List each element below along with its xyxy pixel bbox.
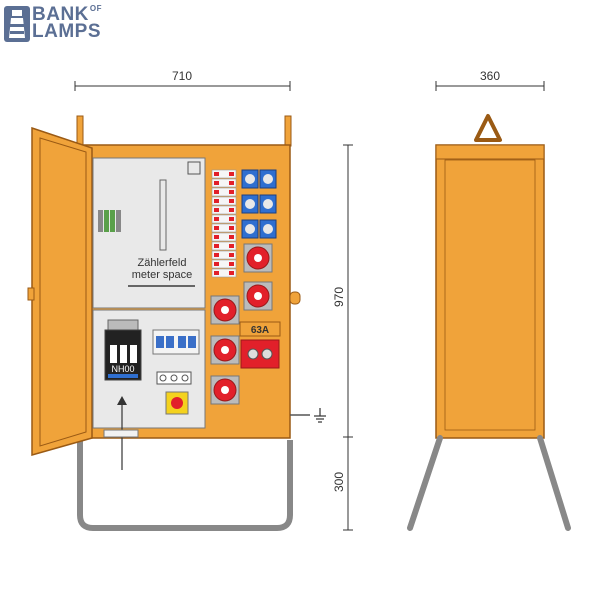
meter-subtitle: meter space <box>132 269 193 281</box>
mcb-breaker <box>211 241 237 251</box>
schuko-socket <box>259 169 277 189</box>
main-switch-icon <box>165 391 189 415</box>
cee-socket-group <box>210 243 273 405</box>
dimension-front-width-label: 710 <box>172 69 192 83</box>
rcd-breakers <box>152 329 200 355</box>
logo-word-bank: BANKOF <box>32 4 102 25</box>
mcb-breaker <box>211 268 237 278</box>
side-handle <box>289 291 301 305</box>
mcb-breaker <box>211 232 237 242</box>
mcb-breaker <box>211 178 237 188</box>
cee-socket <box>210 335 240 365</box>
dimension-height <box>343 144 353 531</box>
side-cabinet-panel <box>444 159 536 431</box>
schuko-socket <box>259 194 277 214</box>
meter-panel-screw <box>187 161 201 175</box>
mcb-breaker <box>211 214 237 224</box>
cee-socket <box>243 281 273 311</box>
fuse-label: NH00 <box>111 364 134 374</box>
logo-word-of: OF <box>89 4 102 13</box>
lifting-post-left <box>76 115 84 147</box>
socket-63a <box>240 339 280 369</box>
cee-socket <box>210 295 240 325</box>
side-cabinet-body <box>435 144 545 439</box>
meter-panel <box>92 157 206 309</box>
socket-63a-plate <box>239 321 281 337</box>
bank-of-lamps-logo: BANKOF LAMPS <box>0 0 110 48</box>
mcb-breaker <box>211 196 237 206</box>
meter-terminals <box>156 371 192 385</box>
schuko-socket <box>259 219 277 239</box>
mcb-bank <box>211 169 237 278</box>
side-cabinet-top-rim <box>435 144 545 160</box>
socket-rating-label: 63A <box>251 325 269 336</box>
fuse-holder-top <box>107 319 139 331</box>
mcb-breaker <box>211 169 237 179</box>
schuko-socket <box>241 219 259 239</box>
side-leg-right <box>537 435 571 531</box>
dimension-front-width <box>74 81 291 91</box>
mcb-breaker <box>211 205 237 215</box>
dimension-side-width-label: 360 <box>480 69 500 83</box>
logo-word-lamps: LAMPS <box>32 21 101 42</box>
lifting-post-right <box>284 115 292 147</box>
schuko-socket-group <box>241 169 277 239</box>
mcb-breaker <box>211 187 237 197</box>
side-leg-left <box>407 435 443 531</box>
cabinet-door <box>31 126 93 456</box>
dimension-cabinet-height-label: 970 <box>332 287 346 307</box>
cee-socket <box>243 243 273 273</box>
lighthouse-icon <box>4 6 30 42</box>
mcb-breaker <box>211 259 237 269</box>
schuko-socket <box>241 169 259 189</box>
cee-socket <box>210 375 240 405</box>
front-frame-stand <box>77 440 293 531</box>
meter-title: Zählerfeld <box>138 257 187 269</box>
cable-entry-arrowhead <box>117 396 127 405</box>
mcb-breaker <box>211 250 237 260</box>
meter-window-slot <box>159 179 167 251</box>
dimension-leg-height-label: 300 <box>332 472 346 492</box>
cabinet-door-inner <box>39 137 87 447</box>
schuko-socket <box>241 194 259 214</box>
gland-plate <box>103 429 139 438</box>
meter-breakers <box>98 210 121 232</box>
door-handle <box>27 287 35 301</box>
ground-icon <box>314 408 326 423</box>
dimension-side-width <box>435 81 545 91</box>
mcb-breaker <box>211 223 237 233</box>
side-lifting-eye <box>474 114 502 142</box>
